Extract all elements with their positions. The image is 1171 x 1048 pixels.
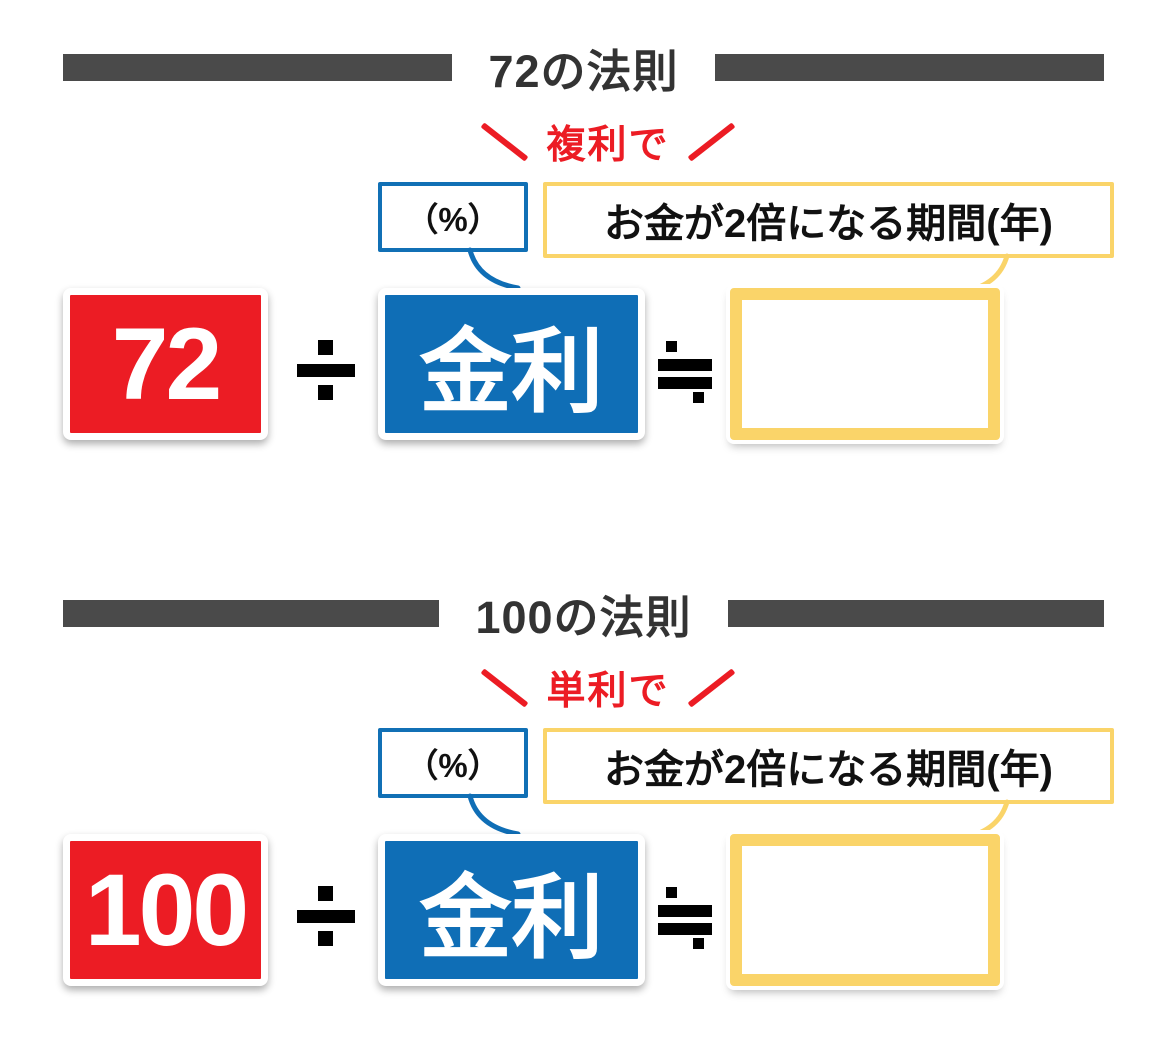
unit-callout-label: （%） (405, 747, 501, 784)
unit-callout-tail-icon (467, 247, 521, 291)
result-description-label: お金が2倍になる期間(年) (604, 202, 1053, 246)
header-bar-left (63, 53, 453, 81)
result-description-label: お金が2倍になる期間(年) (604, 748, 1053, 792)
interest-type-label: 複利で (546, 124, 670, 167)
dividend-value: 100 (84, 852, 249, 967)
header-bar-right (727, 599, 1104, 627)
division-sign-icon (297, 340, 355, 400)
interest-type-annotation: 単利で (476, 662, 739, 714)
divisor-value: 金利 (419, 867, 604, 970)
divisor-value: 金利 (419, 321, 604, 424)
dividend-value: 72 (111, 306, 222, 421)
divisor-box: 金利 (378, 288, 645, 440)
divisor-box: 金利 (378, 834, 645, 986)
forward-slash-icon (687, 668, 736, 708)
backslash-icon (480, 122, 529, 162)
section-rule-72: 72の法則 複利で （%） お金が2倍になる期間(年) 72 金利 (0, 0, 1171, 502)
result-box (730, 834, 1000, 986)
header-bar-left (63, 599, 440, 627)
unit-callout-label: （%） (405, 201, 501, 238)
section-header: 72の法則 (63, 41, 1104, 97)
forward-slash-icon (687, 122, 736, 162)
approximately-equal-icon (658, 887, 712, 949)
result-box (730, 288, 1000, 440)
backslash-icon (480, 668, 529, 708)
result-callout-tail-icon (963, 799, 1010, 840)
result-callout-tail-icon (963, 253, 1010, 294)
unit-callout: （%） (378, 182, 528, 252)
result-description-callout: お金が2倍になる期間(年) (543, 728, 1114, 804)
result-description-callout: お金が2倍になる期間(年) (543, 182, 1114, 258)
section-header: 100の法則 (63, 587, 1104, 643)
section-title: 72の法則 (488, 45, 679, 97)
unit-callout-tail-icon (467, 793, 521, 837)
dividend-box: 72 (63, 288, 268, 440)
division-sign-icon (297, 886, 355, 946)
unit-callout: （%） (378, 728, 528, 798)
section-title: 100の法則 (475, 591, 692, 643)
approximately-equal-icon (658, 341, 712, 403)
interest-type-annotation: 複利で (476, 116, 739, 168)
header-bar-right (714, 53, 1104, 81)
interest-type-label: 単利で (546, 670, 670, 713)
dividend-box: 100 (63, 834, 268, 986)
section-rule-100: 100の法則 単利で （%） お金が2倍になる期間(年) 100 金利 (0, 546, 1171, 1048)
